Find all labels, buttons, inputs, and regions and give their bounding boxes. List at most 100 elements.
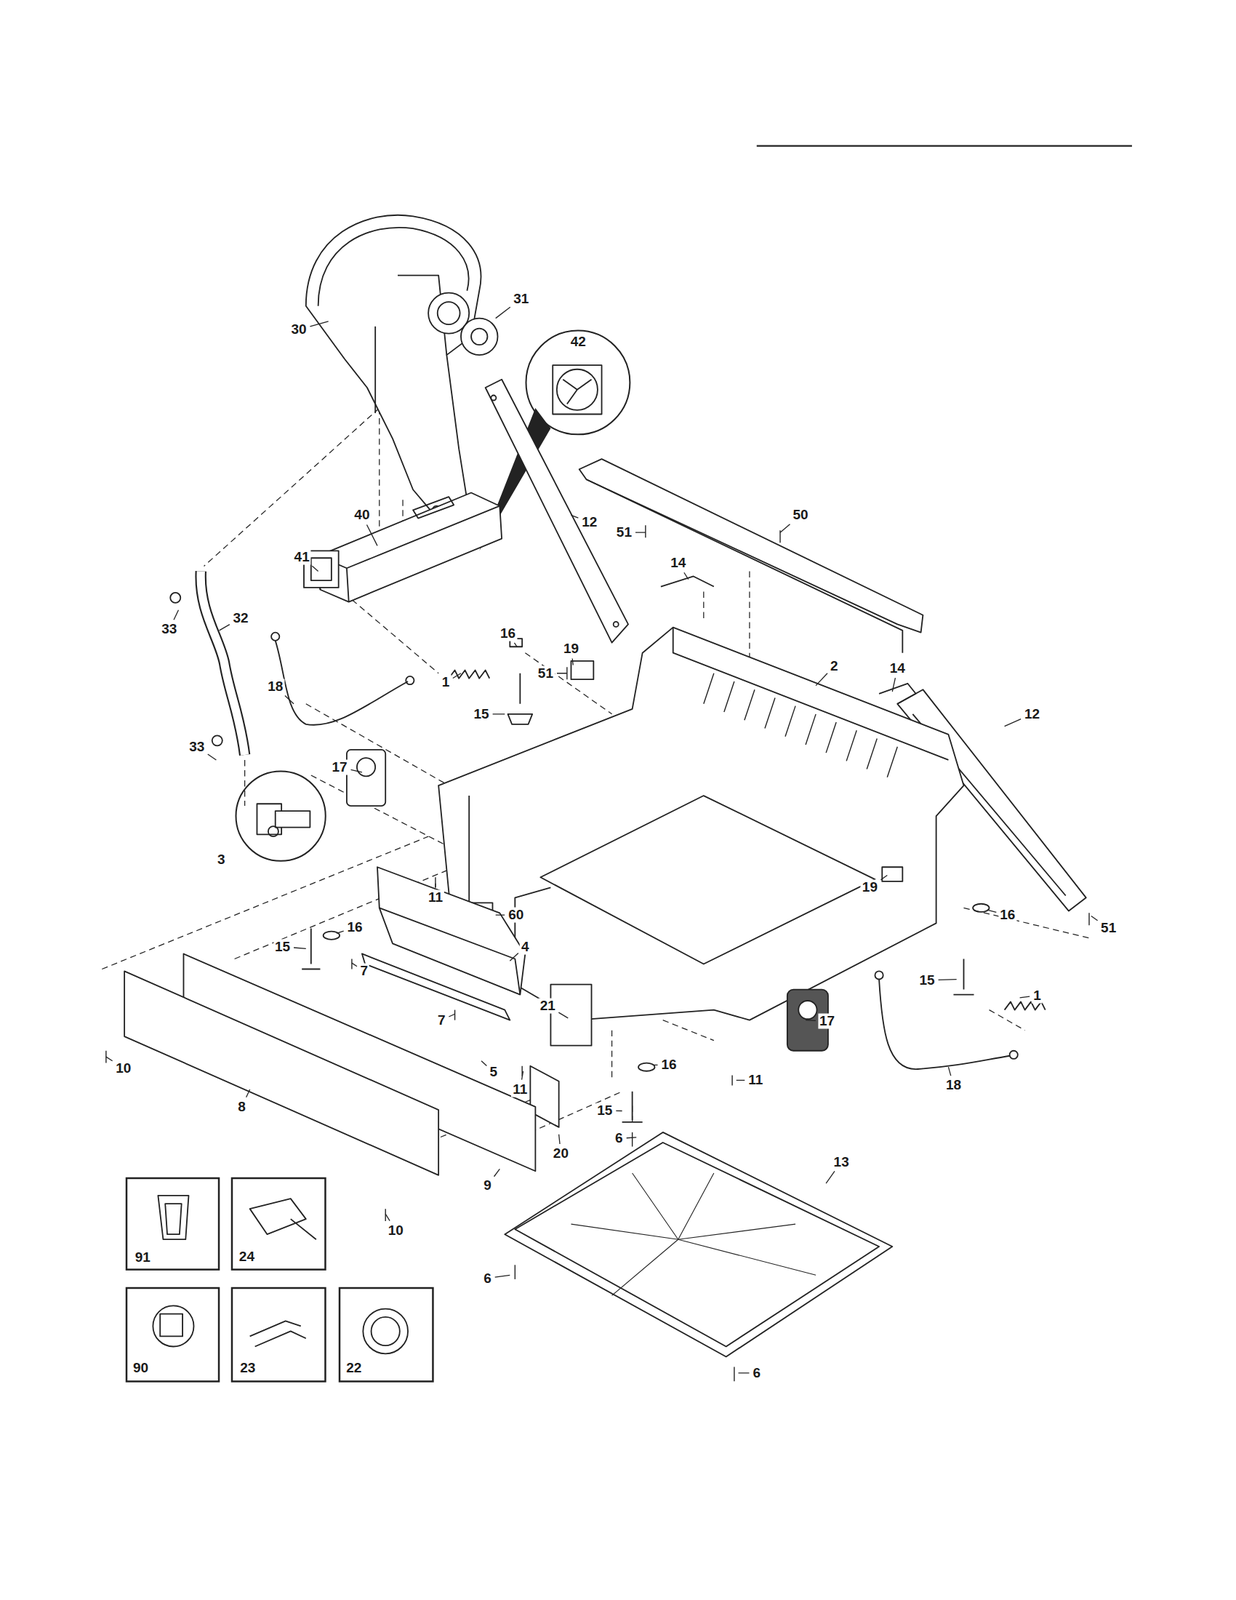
callout-number: 10 (114, 1060, 133, 1076)
inset-box: 22 (338, 1286, 434, 1382)
callout-number: 5 (488, 1064, 500, 1080)
callout-number: 32 (231, 610, 250, 626)
leader-line (385, 1213, 390, 1221)
leader-line (738, 1371, 750, 1373)
node-outline (234, 769, 327, 862)
callout-number: 91 (133, 1249, 152, 1266)
leader-line (570, 514, 579, 518)
callout-number: 40 (352, 507, 371, 523)
callout-number: 6 (613, 1130, 625, 1146)
callout-number: 11 (426, 889, 445, 906)
callout-number: 90 (131, 1359, 150, 1375)
leader-line (559, 1134, 560, 1144)
box-outline (126, 1177, 219, 1270)
leader-line (825, 1170, 835, 1183)
callout-number: 1 (1031, 988, 1043, 1004)
leader-line (626, 1136, 637, 1138)
leader-line (285, 695, 294, 704)
callout-number: 30 (289, 322, 308, 338)
leader-line (492, 713, 506, 714)
callout-number: 6 (482, 1270, 493, 1286)
callout-number: 23 (238, 1359, 257, 1375)
callout-number: 15 (273, 938, 292, 954)
leader-line (948, 1066, 951, 1076)
leader-line (246, 1089, 251, 1098)
leader-line (1020, 996, 1031, 998)
callout-number: 15 (917, 972, 936, 988)
callout-number: 9 (482, 1177, 493, 1193)
leader-line (452, 673, 461, 679)
callout-number: 16 (346, 919, 365, 935)
circle-outline (526, 330, 631, 435)
callout-number: 51 (536, 665, 555, 681)
header-rule (756, 145, 1133, 147)
callout-number: 11 (511, 1081, 529, 1098)
callout-number: 42 (569, 333, 588, 349)
callout-number: 13 (832, 1153, 851, 1170)
callout-number: 20 (551, 1145, 571, 1162)
callout-number: 2 (828, 657, 840, 674)
leader-line (351, 769, 363, 772)
leader-line (1004, 719, 1022, 727)
leader-line (938, 978, 957, 981)
callout-number: 60 (506, 907, 525, 923)
callout-number: 18 (944, 1077, 963, 1093)
callout-number: 15 (471, 705, 491, 722)
leader-line (558, 1012, 568, 1018)
callout-number: 12 (1022, 705, 1042, 722)
leader-line (106, 1056, 113, 1061)
leader-line (481, 1060, 487, 1066)
callout-number: 33 (187, 738, 206, 754)
leader-line (652, 1064, 658, 1066)
callout-number: 8 (236, 1098, 248, 1114)
leader-line (336, 930, 344, 933)
box-outline (231, 1177, 325, 1270)
leader-line (434, 883, 436, 888)
callout-number: 17 (330, 759, 349, 775)
circle-outline (235, 770, 325, 861)
leader-line (780, 524, 790, 533)
callout-number: 12 (580, 514, 599, 531)
inset-box: 91 (125, 1177, 220, 1271)
callout-number: 21 (538, 998, 557, 1014)
leader-line (309, 321, 328, 327)
callout-number: 22 (344, 1359, 363, 1375)
callout-number: 7 (358, 963, 370, 979)
callout-number: 50 (791, 507, 810, 523)
leader-line (572, 658, 573, 666)
callout-number: 24 (237, 1249, 256, 1265)
leader-lines (106, 306, 1098, 1373)
leader-line (880, 874, 888, 880)
leader-line (366, 524, 377, 546)
callout-number: 14 (888, 660, 907, 676)
callout-number: 33 (159, 621, 179, 637)
box-outline (339, 1287, 433, 1381)
leader-line (495, 306, 511, 318)
leader-line (495, 1274, 511, 1277)
leader-line (815, 673, 828, 686)
callout-number: 6 (751, 1365, 762, 1381)
callout-number: 18 (266, 679, 285, 695)
callout-number: 3 (215, 852, 227, 868)
callout-number: 7 (436, 1012, 448, 1028)
leader-line (987, 909, 997, 912)
leader-line (219, 624, 230, 631)
leader-line (509, 952, 519, 961)
leader-line (635, 532, 646, 533)
callout-number: 31 (511, 291, 531, 307)
callout-number: 14 (668, 555, 688, 571)
leader-line (173, 610, 179, 620)
leader-line (448, 1013, 455, 1017)
detail-circle: 3 (234, 769, 327, 862)
leader-line (615, 1110, 622, 1111)
callout-number: 16 (498, 625, 517, 642)
leader-line (495, 914, 505, 916)
callout-number: 4 (519, 938, 531, 954)
inset-box: 24 (231, 1177, 326, 1271)
box-outline (231, 1287, 325, 1381)
detail-circle: 42 (524, 329, 632, 436)
callout-number: 11 (746, 1072, 765, 1088)
leader-line (684, 572, 689, 579)
